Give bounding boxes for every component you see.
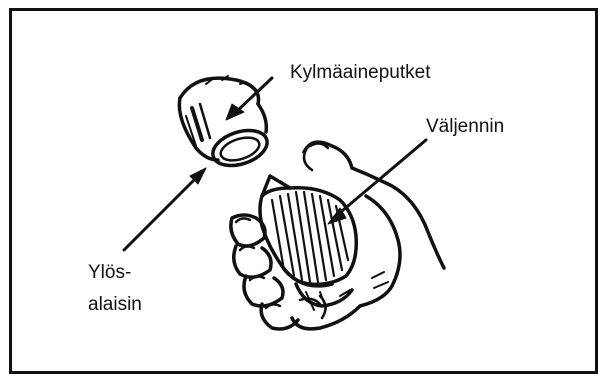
arrow-upside-down: [124, 168, 206, 250]
label-expander: Väljennin: [426, 116, 504, 139]
label-upside-down-line1: Ylös-: [88, 262, 131, 285]
label-coolant-pipes: Kylmäaineputket: [290, 62, 430, 85]
expander-tool: [260, 176, 356, 310]
label-upside-down-line2: alaisin: [88, 294, 142, 317]
